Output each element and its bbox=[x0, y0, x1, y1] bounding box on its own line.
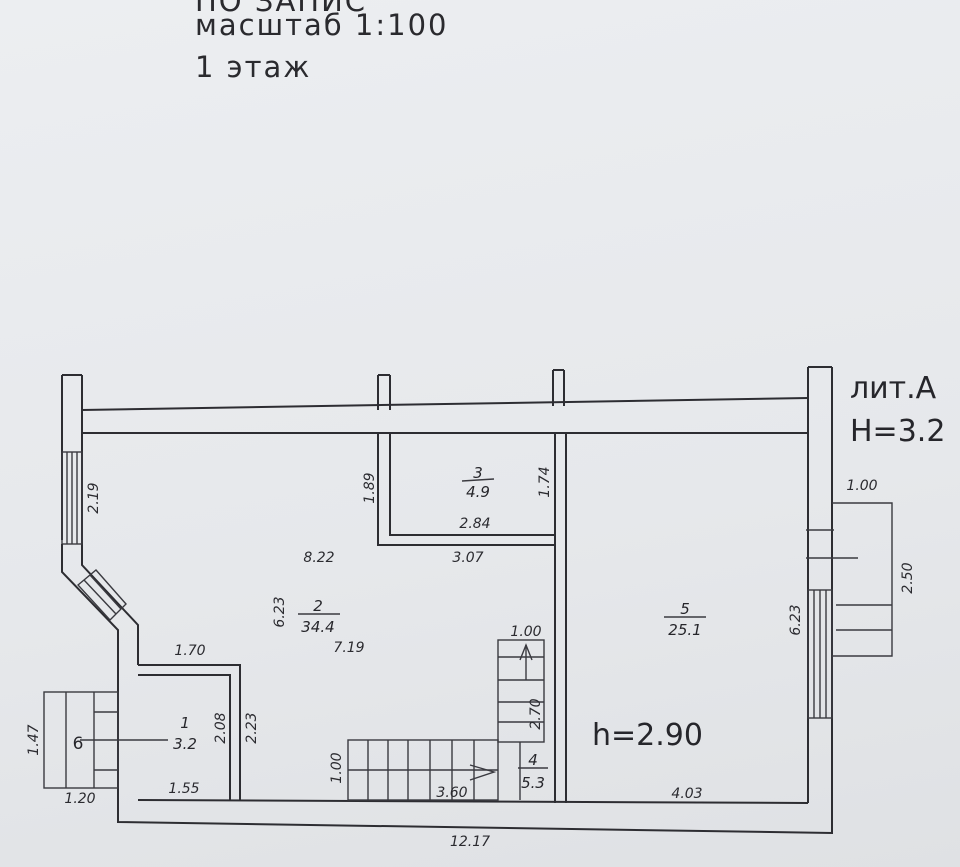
dim-2-19: 2.19 bbox=[86, 482, 102, 513]
dim-12-17: 12.17 bbox=[450, 834, 490, 850]
scale-label: масштаб 1:100 bbox=[195, 8, 449, 42]
room3-wall-inner bbox=[389, 433, 555, 536]
dim-6-23-right: 6.23 bbox=[788, 604, 804, 635]
dim-2-84: 2.84 bbox=[459, 516, 490, 532]
ceiling-height: h=2.90 bbox=[592, 718, 703, 753]
litera-height: H=3.2 bbox=[850, 414, 945, 449]
porch-right bbox=[832, 502, 893, 657]
dim-2-70: 2.70 bbox=[528, 698, 544, 729]
dim-1-00-porch: 1.00 bbox=[846, 478, 877, 494]
room1-area: 3.2 bbox=[173, 735, 197, 753]
dim-1-55: 1.55 bbox=[168, 781, 199, 797]
dim-1-00-stair-top: 1.00 bbox=[510, 624, 541, 640]
dim-2-08: 2.08 bbox=[213, 712, 229, 743]
floor-label: 1 этаж bbox=[195, 50, 312, 84]
top-wall-outer bbox=[81, 397, 809, 411]
room3-area: 4.9 bbox=[466, 483, 490, 501]
dim-2-23: 2.23 bbox=[244, 712, 260, 743]
litera-name: лит.А bbox=[850, 371, 937, 406]
room3-wall-outer bbox=[377, 433, 555, 546]
dim-3-60: 3.60 bbox=[436, 785, 467, 801]
bottom-wall-inner bbox=[137, 799, 809, 804]
interior-walls bbox=[138, 433, 567, 803]
dim-3-07: 3.07 bbox=[452, 550, 483, 566]
dim-7-19: 7.19 bbox=[333, 640, 364, 656]
room3-number: 3 bbox=[473, 464, 483, 482]
room4-area: 5.3 bbox=[521, 774, 545, 792]
dim-6-23-left: 6.23 bbox=[272, 596, 288, 627]
dim-1-89: 1.89 bbox=[362, 472, 378, 503]
dim-1-00-stair-left: 1.00 bbox=[329, 752, 345, 783]
room1-number: 1 bbox=[180, 714, 190, 732]
room1-wall-inner bbox=[138, 674, 231, 800]
dim-1-20: 1.20 bbox=[64, 791, 95, 807]
porch-mark: 6 bbox=[73, 734, 84, 754]
dim-2-50: 2.50 bbox=[900, 562, 916, 593]
stair-upper bbox=[497, 639, 545, 743]
room2-area: 34.4 bbox=[301, 618, 334, 636]
header-cut-text: ПО ЗАПИС bbox=[195, 0, 368, 18]
stair-arrow-right bbox=[469, 764, 497, 781]
bay-inner bbox=[81, 545, 139, 665]
dim-1-74: 1.74 bbox=[537, 466, 553, 497]
room2-number: 2 bbox=[313, 597, 323, 615]
room4-number: 4 bbox=[528, 751, 538, 769]
staircase bbox=[347, 639, 545, 801]
room5-number: 5 bbox=[680, 600, 690, 618]
bay-outer bbox=[61, 544, 119, 712]
outer-walls bbox=[61, 366, 858, 835]
dim-4-03: 4.03 bbox=[671, 786, 702, 802]
porch-left bbox=[43, 691, 168, 789]
dim-1-47: 1.47 bbox=[26, 724, 42, 755]
dim-1-70: 1.70 bbox=[174, 643, 205, 659]
dim-8-22: 8.22 bbox=[303, 550, 334, 566]
room1-wall-outer bbox=[138, 664, 241, 800]
room5-area: 25.1 bbox=[668, 621, 701, 639]
